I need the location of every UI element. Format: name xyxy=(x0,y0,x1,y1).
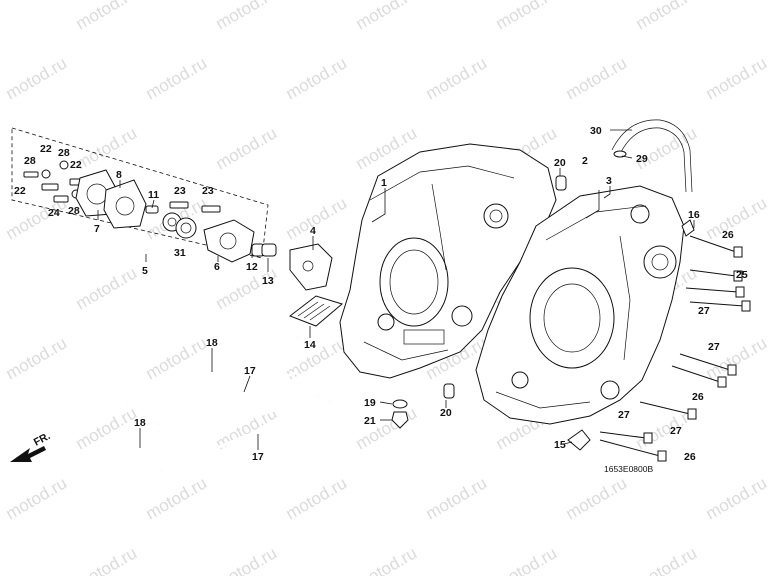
watermark-text: motod.ru xyxy=(213,0,281,33)
watermark-text: motod.ru xyxy=(633,0,701,33)
callout-18-lower: 18 xyxy=(134,417,146,429)
front-direction-marker: FR. xyxy=(10,430,52,462)
callout-5: 5 xyxy=(142,265,148,277)
callout-22-left: 22 xyxy=(14,185,26,197)
watermark-text: motod.ru xyxy=(423,53,491,103)
watermark-text: motod.ru xyxy=(3,473,71,523)
callout-31: 31 xyxy=(174,247,186,259)
plate-and-strainer-parts xyxy=(261,243,344,327)
callout-27-mid: 27 xyxy=(708,341,720,353)
left-crankcase-half xyxy=(339,143,557,379)
callout-12: 12 xyxy=(246,261,258,273)
watermark-text: motod.ru xyxy=(353,543,421,576)
watermark-text: motod.ru xyxy=(73,263,141,313)
watermark-text: motod.ru xyxy=(213,123,281,173)
callout-27-bottom: 27 xyxy=(618,409,630,421)
stud-bolts xyxy=(127,336,331,472)
right-crankcase-half xyxy=(475,185,685,425)
callout-labels: 1 2 3 4 5 6 7 8 11 12 13 14 15 16 17 17 … xyxy=(14,125,748,463)
callout-1: 1 xyxy=(381,177,387,189)
callout-18-upper: 18 xyxy=(206,337,218,349)
watermark-text: motod.ru xyxy=(633,543,701,576)
callout-24: 24 xyxy=(48,207,60,219)
callout-27-top: 27 xyxy=(698,305,710,317)
watermark-text: motod.ru xyxy=(493,0,561,33)
watermark-text: motod.ru xyxy=(353,403,421,453)
watermark-text: motod.ru xyxy=(493,543,561,576)
watermark-text: motod.ru xyxy=(3,333,71,383)
callout-6: 6 xyxy=(214,261,220,273)
callout-16: 16 xyxy=(688,209,700,221)
watermark-text: motod.ru xyxy=(353,0,421,33)
callout-17-upper: 17 xyxy=(244,365,256,377)
front-marker-label: FR. xyxy=(32,430,53,449)
watermark-text: motod.ru xyxy=(3,53,71,103)
watermark-text: motod.ru xyxy=(213,543,281,576)
callout-20-lower: 20 xyxy=(440,407,452,419)
watermark-text: motod.ru xyxy=(703,53,768,103)
breather-tube xyxy=(611,119,693,193)
watermark-text: motod.ru xyxy=(143,53,211,103)
watermark-text: motod.ru xyxy=(703,473,768,523)
watermark-text: motod.ru xyxy=(73,403,141,453)
callout-28-top: 28 xyxy=(58,147,70,159)
callout-26-bottom: 26 xyxy=(684,451,696,463)
callout-3: 3 xyxy=(606,175,612,187)
watermark-text: motod.ru xyxy=(73,0,141,33)
callout-22-top: 22 xyxy=(40,143,52,155)
oil-pump-cover-gasket-parts xyxy=(23,160,265,263)
watermark-text: motod.ru xyxy=(563,53,631,103)
callout-7: 7 xyxy=(94,223,100,235)
callout-22-mid: 22 xyxy=(70,159,82,171)
callout-21: 21 xyxy=(364,415,376,427)
watermark-text: motod.ru xyxy=(703,193,768,243)
callout-28-low: 28 xyxy=(68,205,80,217)
callout-11: 11 xyxy=(148,189,159,201)
leader-lines xyxy=(97,129,695,450)
callout-26-top: 26 xyxy=(722,229,734,241)
watermark-text: motod.ru xyxy=(283,473,351,523)
callout-15: 15 xyxy=(554,439,566,451)
dowels-and-drain-bolt xyxy=(391,175,567,429)
watermark-text: motod.ru xyxy=(283,53,351,103)
watermark-text: motod.ru xyxy=(143,473,211,523)
callout-2: 2 xyxy=(582,155,588,167)
watermark-text: motod.ru xyxy=(283,193,351,243)
callout-14: 14 xyxy=(304,339,316,351)
oil-pump-group-frame xyxy=(11,127,269,259)
callout-19: 19 xyxy=(364,397,376,409)
callout-20-upper: 20 xyxy=(554,157,566,169)
callout-29: 29 xyxy=(636,153,648,165)
callout-28-left: 28 xyxy=(24,155,36,167)
callout-30: 30 xyxy=(590,125,602,137)
callout-26-mid: 26 xyxy=(692,391,704,403)
watermark-text: motod.ru xyxy=(423,473,491,523)
callout-8: 8 xyxy=(116,169,122,181)
callout-25: 25 xyxy=(736,269,748,281)
callout-23-right: 23 xyxy=(202,185,214,197)
watermark-text: motod.ru xyxy=(563,473,631,523)
watermark-text: motod.ru xyxy=(73,543,141,576)
diagram-code: 1653E0800B xyxy=(604,464,653,474)
case-bolts xyxy=(567,219,751,462)
callout-23-left: 23 xyxy=(174,185,186,197)
callout-17-lower: 17 xyxy=(252,451,264,463)
watermark-text: motod.ru xyxy=(73,123,141,173)
callout-27-low: 27 xyxy=(670,425,682,437)
callout-13: 13 xyxy=(262,275,274,287)
callout-4: 4 xyxy=(310,225,316,237)
